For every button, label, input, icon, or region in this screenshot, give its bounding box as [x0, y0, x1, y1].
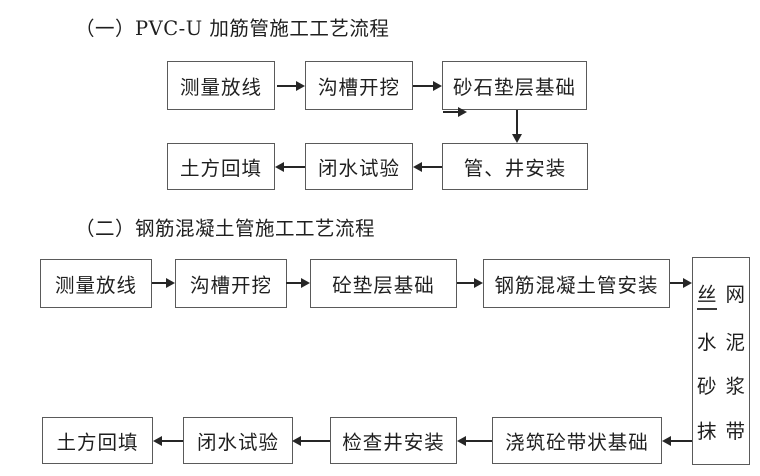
mortar-band-line-3: 砂 浆: [696, 375, 746, 399]
mortar-band-line-1: 丝 网: [696, 278, 745, 310]
flow-node-trench-excavation-2: 沟槽开挖: [175, 259, 287, 308]
flow-node-strip-foundation: 浇筑砼带状基础: [492, 417, 662, 464]
flow-node-earth-backfill-1: 土方回填: [167, 143, 275, 190]
flow-node-survey-2: 测量放线: [40, 259, 152, 308]
flow-node-mortar-band: 丝 网 水 泥 砂 浆 抹 带: [692, 257, 750, 465]
mortar-band-line-2: 水 泥: [696, 330, 746, 354]
flow-node-pipe-well-install: 管、井安装: [442, 143, 588, 190]
flow-node-concrete-bedding: 砼垫层基础: [310, 259, 457, 308]
flow-node-manhole-install: 检查井安装: [330, 417, 457, 464]
flow-node-gravel-bedding: 砂石垫层基础: [442, 61, 587, 110]
flow-node-survey-1: 测量放线: [167, 61, 275, 110]
flow-node-trench-excavation-1: 沟槽开挖: [305, 61, 413, 110]
flow-node-closed-water-test-1: 闭水试验: [305, 143, 413, 190]
flow-node-earth-backfill-2: 土方回填: [42, 417, 153, 464]
section1-title: （一）PVC-U 加筋管施工工艺流程: [75, 17, 390, 40]
section2-title: （二）钢筋混凝土管施工工艺流程: [75, 217, 376, 240]
flow-node-rc-pipe-install: 钢筋混凝土管安装: [483, 259, 670, 308]
mortar-band-line-4: 抹 带: [696, 420, 746, 444]
flow-node-closed-water-test-2: 闭水试验: [183, 417, 293, 464]
